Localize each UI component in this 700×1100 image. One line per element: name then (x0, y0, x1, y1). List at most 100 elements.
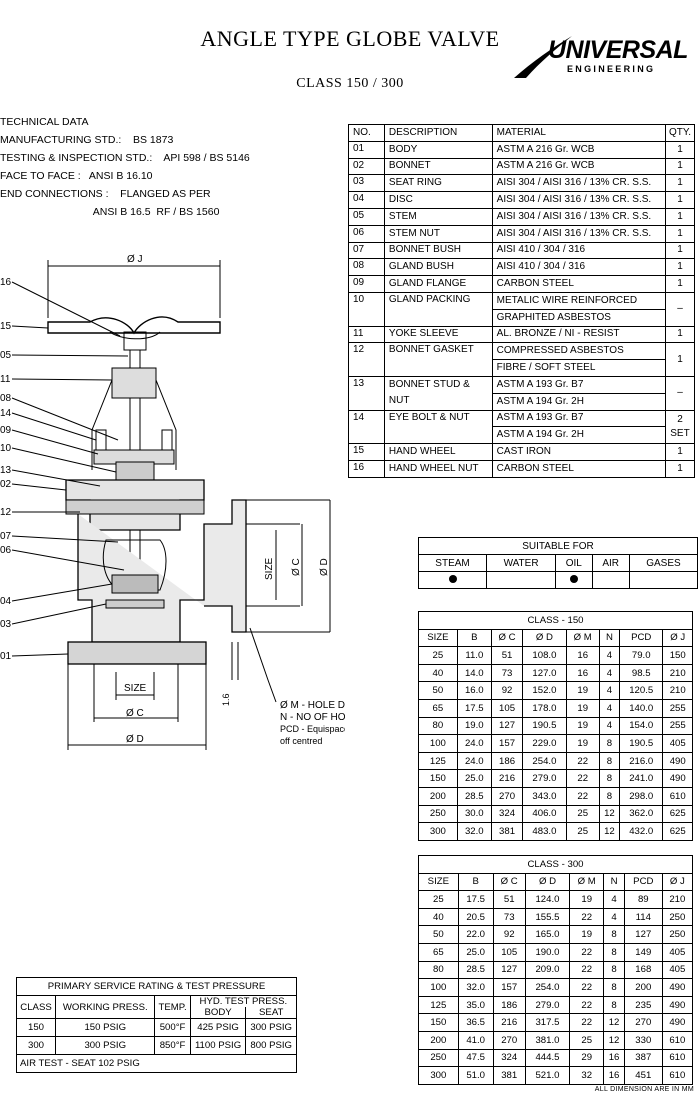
class-300-cell: 150 (418, 1013, 459, 1032)
service-gases: GASES (628, 554, 699, 572)
service-mark-cell (628, 571, 699, 589)
service-mark-cell (417, 571, 488, 589)
class-300-cell: 157 (492, 978, 526, 997)
class-300-cell: 19 (569, 925, 605, 944)
class-300-cell: 12 (603, 1030, 625, 1050)
class-300-cell: 12 (603, 1013, 625, 1032)
class-300-cell: 125 (418, 995, 459, 1015)
callout-07: 07 (0, 531, 12, 542)
tech-line: END CONNECTIONS : FLANGED AS PER (0, 188, 211, 200)
class-300-cell: 279.0 (524, 995, 571, 1015)
class-150-cell: 250 (418, 804, 458, 824)
bom-material: CAST IRON (491, 443, 666, 461)
service-rating-table: PRIMARY SERVICE RATING & TEST PRESSURE C… (15, 977, 298, 1073)
bom-description: BONNET STUD & (383, 375, 493, 394)
page-title: ANGLE TYPE GLOBE VALVE (200, 26, 500, 51)
class-300-cell: 8 (603, 995, 625, 1015)
bom-material: AISI 304 / AISI 316 / 13% CR. S.S. (491, 207, 666, 226)
dim-oj-label: Ø J (127, 254, 143, 265)
class-150-cell: 255 (662, 698, 693, 718)
class-150-cell: 16 (565, 663, 600, 683)
class-300-cell: 200 (623, 978, 663, 997)
callout-05: 05 (0, 350, 12, 361)
class-300-cell: 216 (492, 1013, 526, 1032)
class-300-cell: 41.0 (457, 1030, 494, 1050)
class-300-cell: 210 (661, 890, 694, 909)
class-150-cell: 127 (490, 716, 524, 736)
rating-header-class: CLASS (15, 995, 57, 1019)
bom-description: BODY (383, 140, 493, 159)
callout-02: 02 (0, 479, 12, 490)
class-300-cell: 270 (492, 1030, 526, 1050)
bom-header-qty: QTY. (664, 124, 696, 142)
class-300-cell: 16 (603, 1066, 625, 1085)
class-150-cell: 4 (598, 716, 621, 736)
class-150-cell: 186 (490, 751, 524, 771)
class-150-cell: 8 (598, 769, 621, 788)
class-150-cell: 8 (598, 786, 621, 806)
class-150-cell: 22 (565, 786, 600, 806)
service-air: AIR (591, 554, 630, 572)
class-150-cell: 610 (662, 786, 693, 806)
class-300-cell: 610 (661, 1066, 694, 1085)
class-300-cell: 22 (569, 995, 605, 1015)
bom-description: YOKE SLEEVE (383, 325, 493, 344)
class-150-cell: 25 (418, 646, 458, 665)
class-150-cell: 140.0 (619, 698, 664, 718)
bom-no: 07 (348, 241, 385, 260)
bom-qty: 1 (664, 258, 696, 277)
bom-no: 01 (348, 140, 385, 159)
suitable-for-table: SUITABLE FOR STEAM WATER OIL AIR GASES (417, 537, 699, 589)
class-300-cell: 405 (661, 960, 694, 980)
class-150-title: CLASS - 150 (418, 611, 693, 630)
class-300-cell: 209.0 (524, 960, 571, 980)
rating-cell: 425 PSIG (189, 1018, 247, 1037)
dim-size-right-label: SIZE (264, 557, 275, 580)
class-150-cell: 98.5 (619, 663, 664, 683)
class-150-header-cell: SIZE (418, 628, 458, 648)
class-150-cell: 152.0 (522, 681, 567, 700)
class-150-cell: 4 (598, 698, 621, 718)
class-300-cell: 22.0 (457, 925, 494, 944)
class-300-cell: 47.5 (457, 1048, 494, 1068)
hole-note-1: Ø M - HOLE DIA. (280, 700, 345, 711)
bom-no: 03 (348, 174, 385, 193)
class-150-cell: 19 (565, 698, 600, 718)
rating-cell: 150 PSIG (55, 1018, 156, 1037)
class-150-cell: 362.0 (619, 804, 664, 824)
bom-description: SEAT RING (383, 174, 493, 193)
class-300-cell: 610 (661, 1030, 694, 1050)
class-150-cell: 12 (598, 804, 621, 824)
bom-no: 11 (348, 325, 385, 344)
callout-08: 08 (0, 393, 12, 404)
class-150-cell: 406.0 (522, 804, 567, 824)
class-150-cell: 625 (662, 804, 693, 824)
bom-qty: 1 (664, 140, 696, 159)
bom-header-material: MATERIAL (491, 124, 666, 142)
rating-header-hyd: HYD. TEST PRESS. (189, 995, 298, 1007)
bom-material: ASTM A 194 Gr. 2H (491, 392, 666, 411)
dim-size-bottom-label: SIZE (124, 683, 147, 694)
class-300-cell: 127 (492, 960, 526, 980)
bom-qty: 1 (664, 207, 696, 226)
class-150-cell: 4 (598, 646, 621, 665)
logo-name: UNIVERSAL (548, 36, 688, 64)
class-150-header-cell: PCD (619, 628, 664, 648)
class-150-cell: 25 (565, 804, 600, 824)
class-300-cell: 8 (603, 925, 625, 944)
class-150-cell: 298.0 (619, 786, 664, 806)
class-300-cell: 16 (603, 1048, 625, 1068)
bom-no: 02 (348, 157, 385, 176)
class-300-cell: 4 (603, 907, 625, 927)
bom-qty: 1 (664, 191, 696, 209)
class-150-cell: 157 (490, 734, 524, 753)
